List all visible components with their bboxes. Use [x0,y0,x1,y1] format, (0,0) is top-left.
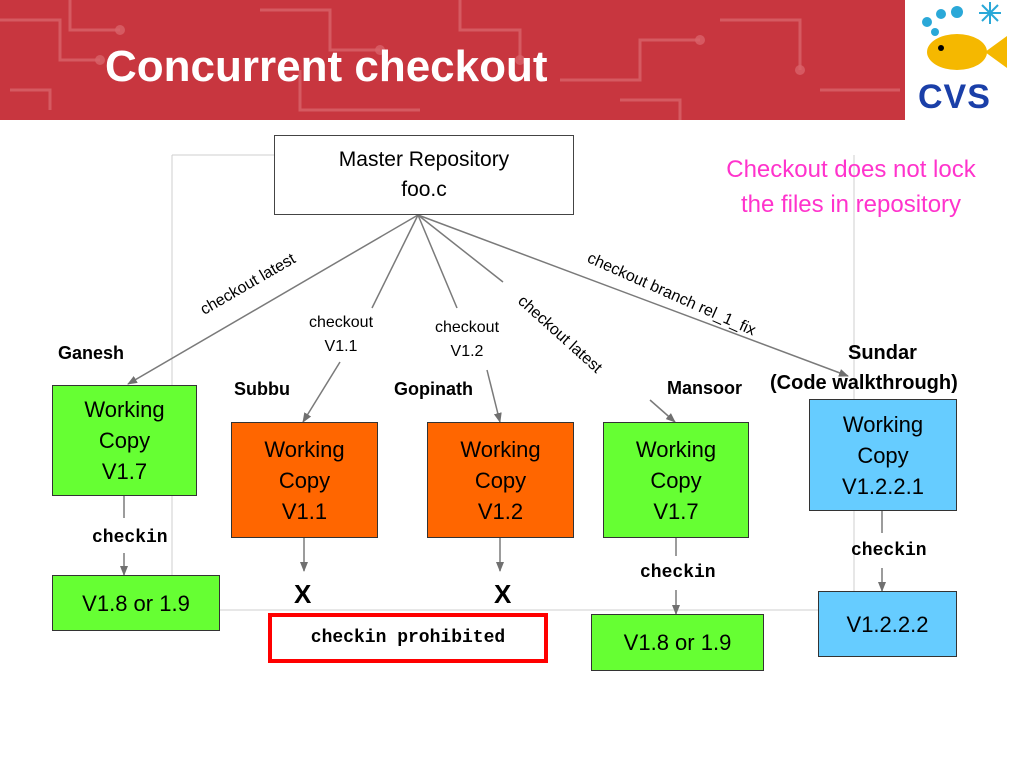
working-copy-version: V1.2.2.1 [842,473,924,499]
user-name-subbu: Subbu [234,379,290,399]
master-repository-label: Master Repository [338,148,510,171]
result-version-sundar: V1.2.2.2 [818,591,957,657]
user-name-ganesh: Ganesh [58,343,125,363]
working-copy-version: V1.7 [653,498,699,524]
cvs-logo [905,0,1024,120]
note-line-1: Checkout does not lock [726,156,976,183]
working-copy-label: Copy [650,467,702,493]
fish-logo-icon [922,2,1007,70]
edge-label-checkout-v1-1-line1: checkout [308,314,374,331]
working-copy-label: Copy [857,442,909,468]
working-copy-label: Copy [474,467,527,493]
checkin-prohibited-label: checkin prohibited [310,628,506,648]
rejected-mark-subbu: X [294,579,312,609]
checkin-label-mansoor: checkin [640,563,716,583]
working-copy-label: Working [264,436,345,462]
edge-label-checkout-v1-2: checkout V1.2 [422,316,512,364]
result-version-mansoor: V1.8 or 1.9 [591,614,764,671]
working-copy-label: Working [460,436,541,462]
working-copy-gopinath: Working Copy V1.2 [427,422,574,538]
slide-title: Concurrent checkout [105,42,548,91]
working-copy-label: Working [635,436,717,462]
edge-label-checkout-v1-2-line1: checkout [434,319,500,336]
user-name-gopinath: Gopinath [394,379,473,399]
working-copy-sundar: Working Copy V1.2.2.1 [809,399,957,511]
checkout-note: Checkout does not lock the files in repo… [684,152,1018,222]
edge-label-checkout-v1-2-line2: V1.2 [450,343,484,360]
result-version-label: V1.2.2.2 [846,611,929,637]
result-version-ganesh: V1.8 or 1.9 [52,575,220,631]
edge-label-checkout-v1-1-line2: V1.1 [324,338,358,355]
result-version-label: V1.8 or 1.9 [623,630,732,655]
working-copy-label: Working [84,397,165,422]
working-copy-ganesh: Working Copy V1.7 [52,385,197,496]
edge-label-checkout-v1-1: checkout V1.1 [296,311,386,359]
slide-header [0,0,905,120]
working-copy-mansoor: Working Copy V1.7 [603,422,749,538]
working-copy-label: Copy [278,467,331,493]
working-copy-version: V1.7 [101,459,148,484]
checkin-label-ganesh: checkin [92,528,168,548]
logo-text: CVS [918,78,991,116]
rejected-mark-gopinath: X [494,579,512,609]
circuit-board-pattern [0,0,900,120]
user-name-mansoor: Mansoor [667,378,743,398]
checkin-label-sundar: checkin [851,541,927,561]
working-copy-label: Working [842,411,924,437]
user-role-sundar: (Code walkthrough) [770,372,958,394]
user-name-sundar: Sundar [848,342,917,364]
checkin-prohibited-box: checkin prohibited [268,613,548,663]
working-copy-subbu: Working Copy V1.1 [231,422,378,538]
master-file-label: foo.c [401,178,447,201]
working-copy-label: Copy [98,428,151,453]
working-copy-version: V1.2 [477,498,524,524]
result-version-label: V1.8 or 1.9 [82,590,190,616]
working-copy-version: V1.1 [281,498,328,524]
note-line-2: the files in repository [740,191,962,218]
master-repository-box: Master Repository foo.c [274,135,574,215]
